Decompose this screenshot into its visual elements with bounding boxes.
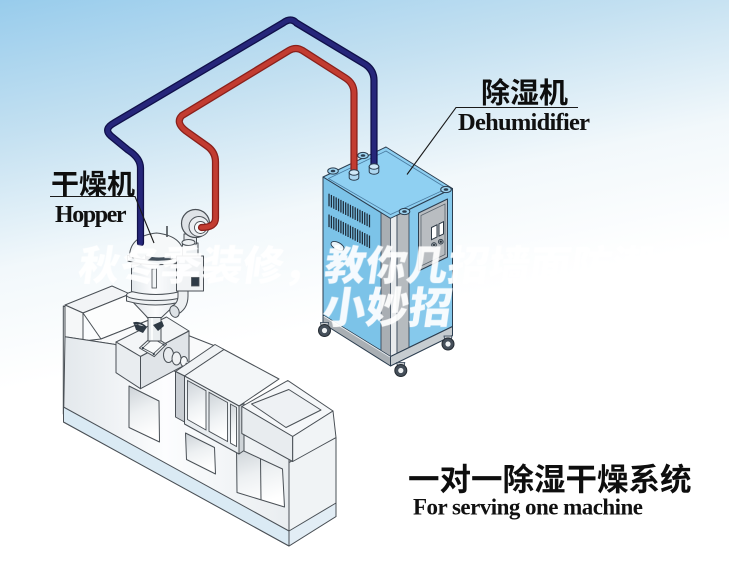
svg-text:Hopper: Hopper	[55, 202, 127, 228]
svg-text:For serving one machine: For serving one machine	[413, 495, 643, 520]
svg-text:Dehumidifier: Dehumidifier	[458, 109, 590, 136]
